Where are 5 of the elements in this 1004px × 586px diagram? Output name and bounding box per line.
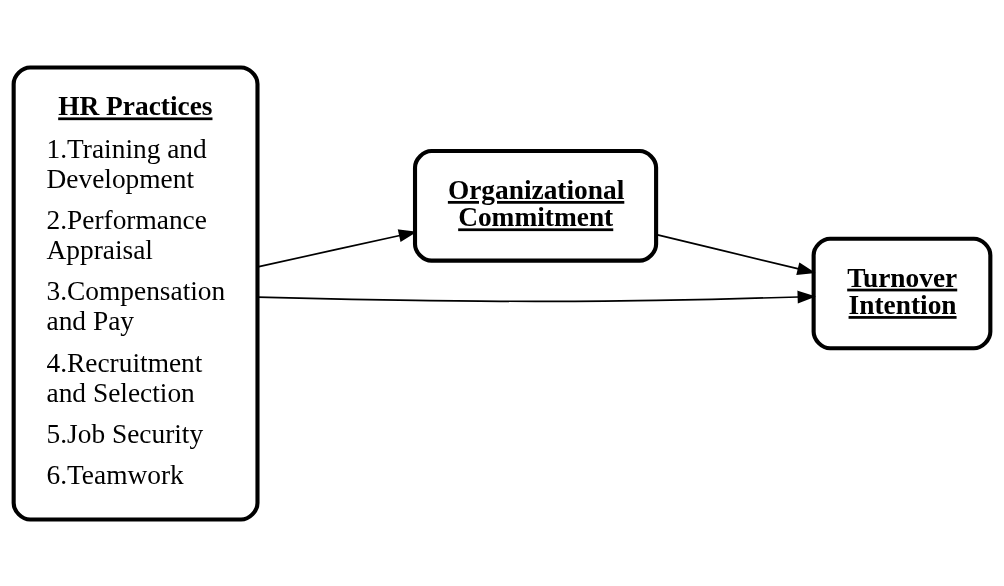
arrow (256, 290, 816, 303)
node-box: Organizational Commitment (412, 148, 659, 263)
arrow (655, 233, 816, 275)
node-box: HR Practices 1.Training and Development 2.Performance Appraisal 3.Compensation and Pay 4.Recruitment and Selection 5.Job Security 6.Teamwork (11, 64, 260, 522)
node-box: Turnover Intention (811, 236, 993, 350)
